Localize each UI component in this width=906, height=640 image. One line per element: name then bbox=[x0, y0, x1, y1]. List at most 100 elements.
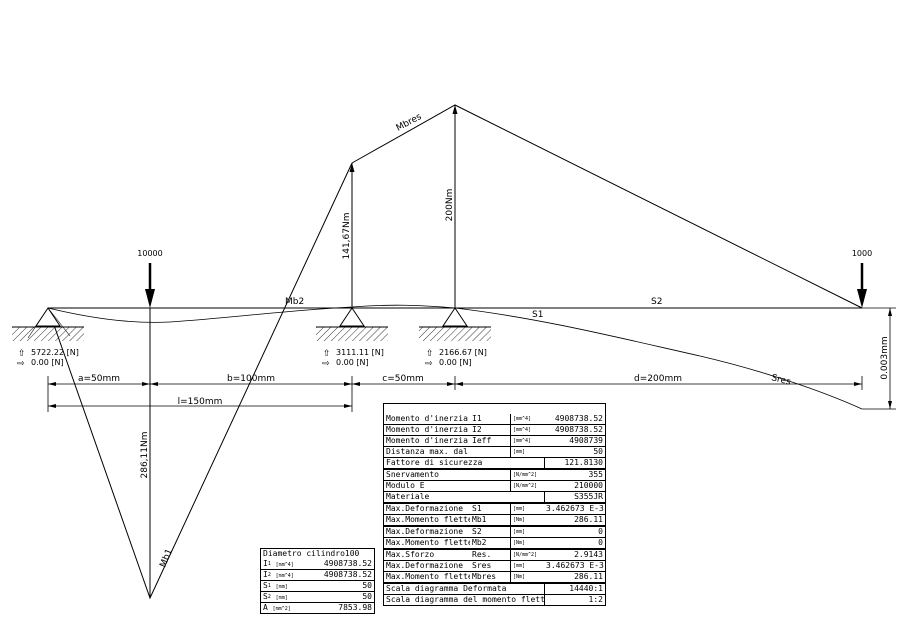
property-symbol bbox=[470, 447, 510, 457]
property-value: 0 bbox=[598, 538, 603, 547]
property-row: Snervamento[N/mm^2]355 bbox=[384, 468, 605, 480]
property-value: 3.462673 E-3 bbox=[546, 561, 604, 570]
property-label: Momento d'inerzia bbox=[386, 425, 468, 434]
property-row: Distanza max. dal bordo [mm] 50 bbox=[384, 446, 605, 457]
dim-b: b=100mm bbox=[227, 374, 275, 384]
property-symbol: Ieff bbox=[472, 436, 492, 445]
property-unit: [mm] bbox=[510, 504, 544, 514]
cylinder-row: I2 [mm^4] 4908738.52 bbox=[261, 569, 374, 580]
property-unit: [mm^4] bbox=[510, 436, 544, 446]
property-symbol: S1 bbox=[472, 504, 482, 513]
property-label: Modulo E bbox=[386, 481, 425, 490]
property-symbol: Mb1 bbox=[472, 515, 487, 524]
property-symbol: Sres bbox=[472, 561, 492, 570]
property-label: Momento d'inerzia bbox=[386, 436, 468, 445]
axial-arrow-icon: ⇨ bbox=[425, 359, 433, 369]
property-symbol bbox=[470, 470, 510, 480]
property-label: Max.Sforzo bbox=[386, 550, 435, 559]
property-value: 3.462673 E-3 bbox=[546, 504, 604, 513]
cylinder-row: S2 [mm]50 bbox=[261, 591, 374, 602]
property-symbol: I1 bbox=[472, 414, 482, 423]
cylinder-symbol-cell: I2 [mm^4] bbox=[261, 570, 315, 580]
support-left bbox=[12, 307, 84, 341]
cylinder-title-row: Diametro cilindro100 bbox=[261, 549, 374, 559]
cylinder-symbol: S bbox=[263, 592, 268, 601]
property-row: Modulo E [N/mm^2] 210000 bbox=[384, 480, 605, 491]
label-sres: Sres bbox=[770, 373, 792, 387]
property-unit: [Nm] bbox=[510, 538, 544, 548]
axial-arrow-icon: ⇨ bbox=[17, 359, 25, 369]
property-value: 286.11 bbox=[574, 572, 603, 581]
cylinder-value: 4908738.52 bbox=[323, 570, 372, 579]
support-middle-axial: 0.00 [N] bbox=[336, 358, 369, 367]
dim-c: c=50mm bbox=[382, 374, 423, 384]
property-label: Scala diagramma Deformata bbox=[386, 584, 507, 593]
property-unit: [mm] bbox=[510, 527, 544, 537]
property-label: Momento d'inerzia bbox=[386, 414, 468, 423]
cylinder-unit: [mm^4] bbox=[275, 573, 294, 579]
cylinder-subscript: 2 bbox=[267, 572, 271, 578]
property-label: Max.Momento flettente bbox=[386, 572, 470, 581]
property-symbol: Res. bbox=[472, 550, 492, 559]
cylinder-value: 50 bbox=[362, 581, 372, 590]
property-label: Fattore di sicurezza bbox=[386, 458, 483, 467]
load-right-label: 1000 bbox=[852, 249, 872, 258]
property-row: Max.Momento flettenteMbres[Nm]286.11 bbox=[384, 571, 605, 582]
property-symbol: Mb2 bbox=[472, 538, 487, 547]
property-unit: [N/mm^2] bbox=[510, 550, 544, 560]
cylinder-value: 7853.98 bbox=[338, 603, 372, 612]
support-right-axial: 0.00 [N] bbox=[439, 358, 472, 367]
deflection-curve-sres bbox=[454, 307, 863, 410]
property-value: 2.9143 bbox=[574, 550, 603, 559]
property-label: Distanza max. dal bordo bbox=[386, 447, 470, 456]
property-row: Max.Momento flettenteMb1[Nm]286.11 bbox=[384, 514, 605, 525]
deflection-arrow-bottom bbox=[888, 401, 892, 409]
property-label: Max.Deformazione bbox=[386, 561, 464, 570]
cylinder-unit: [mm^2] bbox=[272, 606, 291, 612]
support-left-axial: 0.00 [N] bbox=[31, 358, 64, 367]
load-arrow-right-head bbox=[857, 289, 867, 308]
property-value: 1:2 bbox=[544, 595, 605, 605]
property-label: Scala diagramma del momento flettente bbox=[386, 595, 544, 604]
property-value: 210000 bbox=[574, 481, 603, 490]
property-symbol: S2 bbox=[472, 527, 482, 536]
property-unit: [mm] bbox=[510, 447, 544, 457]
property-value: 0 bbox=[598, 527, 603, 536]
cylinder-unit: [mm^4] bbox=[275, 562, 294, 568]
moment-curve-mbres bbox=[351, 104, 863, 309]
cylinder-unit: [mm] bbox=[275, 595, 288, 601]
moment-mb1-label: 286,11Nm bbox=[140, 432, 150, 479]
property-unit: [Nm] bbox=[510, 572, 544, 582]
property-unit: [N/mm^2] bbox=[510, 470, 544, 480]
support-left-force: 5722.22 [N] bbox=[31, 348, 79, 357]
property-unit: [mm^4] bbox=[510, 414, 544, 424]
property-row: Scala diagramma Deformata 14440:1 bbox=[384, 582, 605, 594]
property-label: Materiale bbox=[386, 492, 430, 501]
support-middle-force: 3111.11 [N] bbox=[336, 348, 384, 357]
support-right bbox=[419, 307, 491, 341]
cylinder-subscript: 2 bbox=[267, 594, 271, 600]
load-left-label: 10000 bbox=[137, 249, 162, 258]
property-value: 4908738.52 bbox=[554, 425, 603, 434]
cylinder-symbol-cell: I1 [mm^4] bbox=[261, 559, 315, 569]
property-value: 50 bbox=[593, 447, 603, 456]
label-mb2: Mb2 bbox=[285, 297, 304, 307]
properties-header-row bbox=[384, 404, 605, 414]
cylinder-symbol-cell: A [mm^2] bbox=[261, 603, 315, 613]
dim-l-arrow-left bbox=[48, 404, 56, 408]
label-mb1: Mb1 bbox=[159, 548, 175, 570]
property-unit: [N/mm^2] bbox=[510, 481, 544, 491]
support-middle bbox=[316, 307, 388, 341]
property-value: 286.11 bbox=[574, 515, 603, 524]
moment-mbres-label: 200Nm bbox=[445, 189, 455, 222]
property-value: 14440:1 bbox=[544, 584, 605, 594]
deflection-arrow-top bbox=[888, 308, 892, 316]
property-row: Max.Momento flettenteMb2[Nm]0 bbox=[384, 537, 605, 548]
